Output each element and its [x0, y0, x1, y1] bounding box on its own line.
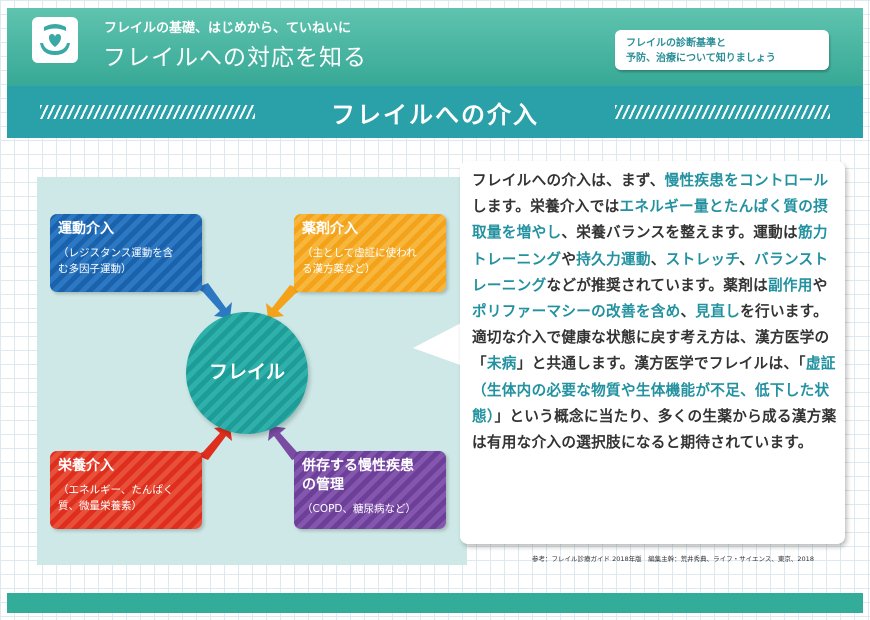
highlight: 見直し: [695, 303, 741, 321]
arrow-nutrition: [196, 426, 232, 460]
header-title: フレイルへの対応を知る: [103, 45, 367, 71]
box-exercise: 運動介入 （レジスタンス運動を含 む多因子運動）: [50, 214, 202, 292]
box-chronic-disease: 併存する慢性疾患 の管理 （COPD、糖尿病など）: [294, 451, 446, 529]
header-note-line2: 予防、治療について知りましょう: [626, 53, 776, 64]
box-nutrition: 栄養介入 （エネルギー、たんぱく 質、微量栄養素）: [50, 451, 202, 529]
highlight: ストレッチ: [665, 250, 740, 268]
description-text: フレイルへの介入は、まず、慢性疾患をコントロールします。栄養介入ではエネルギー量…: [472, 168, 838, 456]
header-note: フレイルの診断基準と 予防、治療について知りましょう: [615, 30, 829, 70]
highlight: バランストレーニング: [472, 250, 829, 294]
band-hatch-left: [40, 105, 255, 119]
arrow-exercise: [196, 283, 232, 318]
highlight: ポリファーマシーの改善を含め: [472, 303, 681, 321]
box-chronic-title2: の管理: [302, 477, 344, 493]
reference-footnote: 参考：フレイル診療ガイド 2018年版 編集主幹：荒井秀典、ライフ・サイエンス、…: [532, 555, 814, 563]
header-subtitle: フレイルの基礎、はじめから、ていねいに: [104, 21, 352, 36]
box-exercise-desc2: む多因子運動）: [58, 263, 132, 275]
paragraph-1: フレイルへの介入は、まず、慢性疾患をコントロールします。栄養介入ではエネルギー量…: [472, 172, 829, 321]
box-chronic-title1: 併存する慢性疾患: [302, 458, 414, 474]
box-chronic-desc1: （COPD、糖尿病など）: [302, 503, 417, 515]
highlight: 筋力トレーニング: [472, 224, 828, 268]
box-nutrition-desc1: （エネルギー、たんぱく: [58, 484, 174, 496]
highlight: 虚証（生体内の必要な物質や生体機能が不足、低下した状態）: [472, 355, 836, 425]
box-medication: 薬剤介入 （主として虚証に使われ る漢方薬など）: [294, 214, 446, 292]
arrow-chronic: [268, 426, 304, 460]
box-medication-desc2: る漢方薬など）: [302, 263, 376, 275]
frailty-circle-label: フレイル: [208, 361, 285, 383]
header-note-line1: フレイルの診断基準と: [626, 38, 726, 49]
frailty-circle: フレイル: [186, 312, 308, 434]
highlight: 持久力運動: [576, 250, 651, 268]
description-panel: フレイルへの介入は、まず、慢性疾患をコントロールします。栄養介入ではエネルギー量…: [460, 161, 845, 544]
hands-heart-icon: [32, 17, 78, 63]
highlight: エネルギー量とたんぱく質の摂取量を増やし: [472, 198, 828, 242]
section-title: フレイルへの介入: [331, 101, 539, 129]
speech-pointer: [413, 322, 463, 366]
box-medication-title: 薬剤介入: [302, 221, 358, 237]
highlight: 副作用: [768, 276, 813, 294]
box-medication-desc1: （主として虚証に使われ: [302, 247, 417, 259]
band-hatch-right: [615, 105, 830, 119]
highlight: 慢性疾患をコントロール: [664, 172, 829, 189]
box-exercise-desc1: （レジスタンス運動を含: [58, 247, 174, 259]
box-exercise-title: 運動介入: [58, 221, 114, 237]
footer-bar: [7, 593, 863, 613]
box-nutrition-title: 栄養介入: [58, 458, 114, 474]
arrow-medication: [266, 285, 302, 318]
highlight: 未病: [486, 355, 517, 373]
box-nutrition-desc2: 質、微量栄養素）: [58, 500, 142, 512]
paragraph-2: 適切な介入で健康な状態に戻す考え方は、漢方医学の「未病」と共通します。漢方医学で…: [472, 329, 837, 452]
